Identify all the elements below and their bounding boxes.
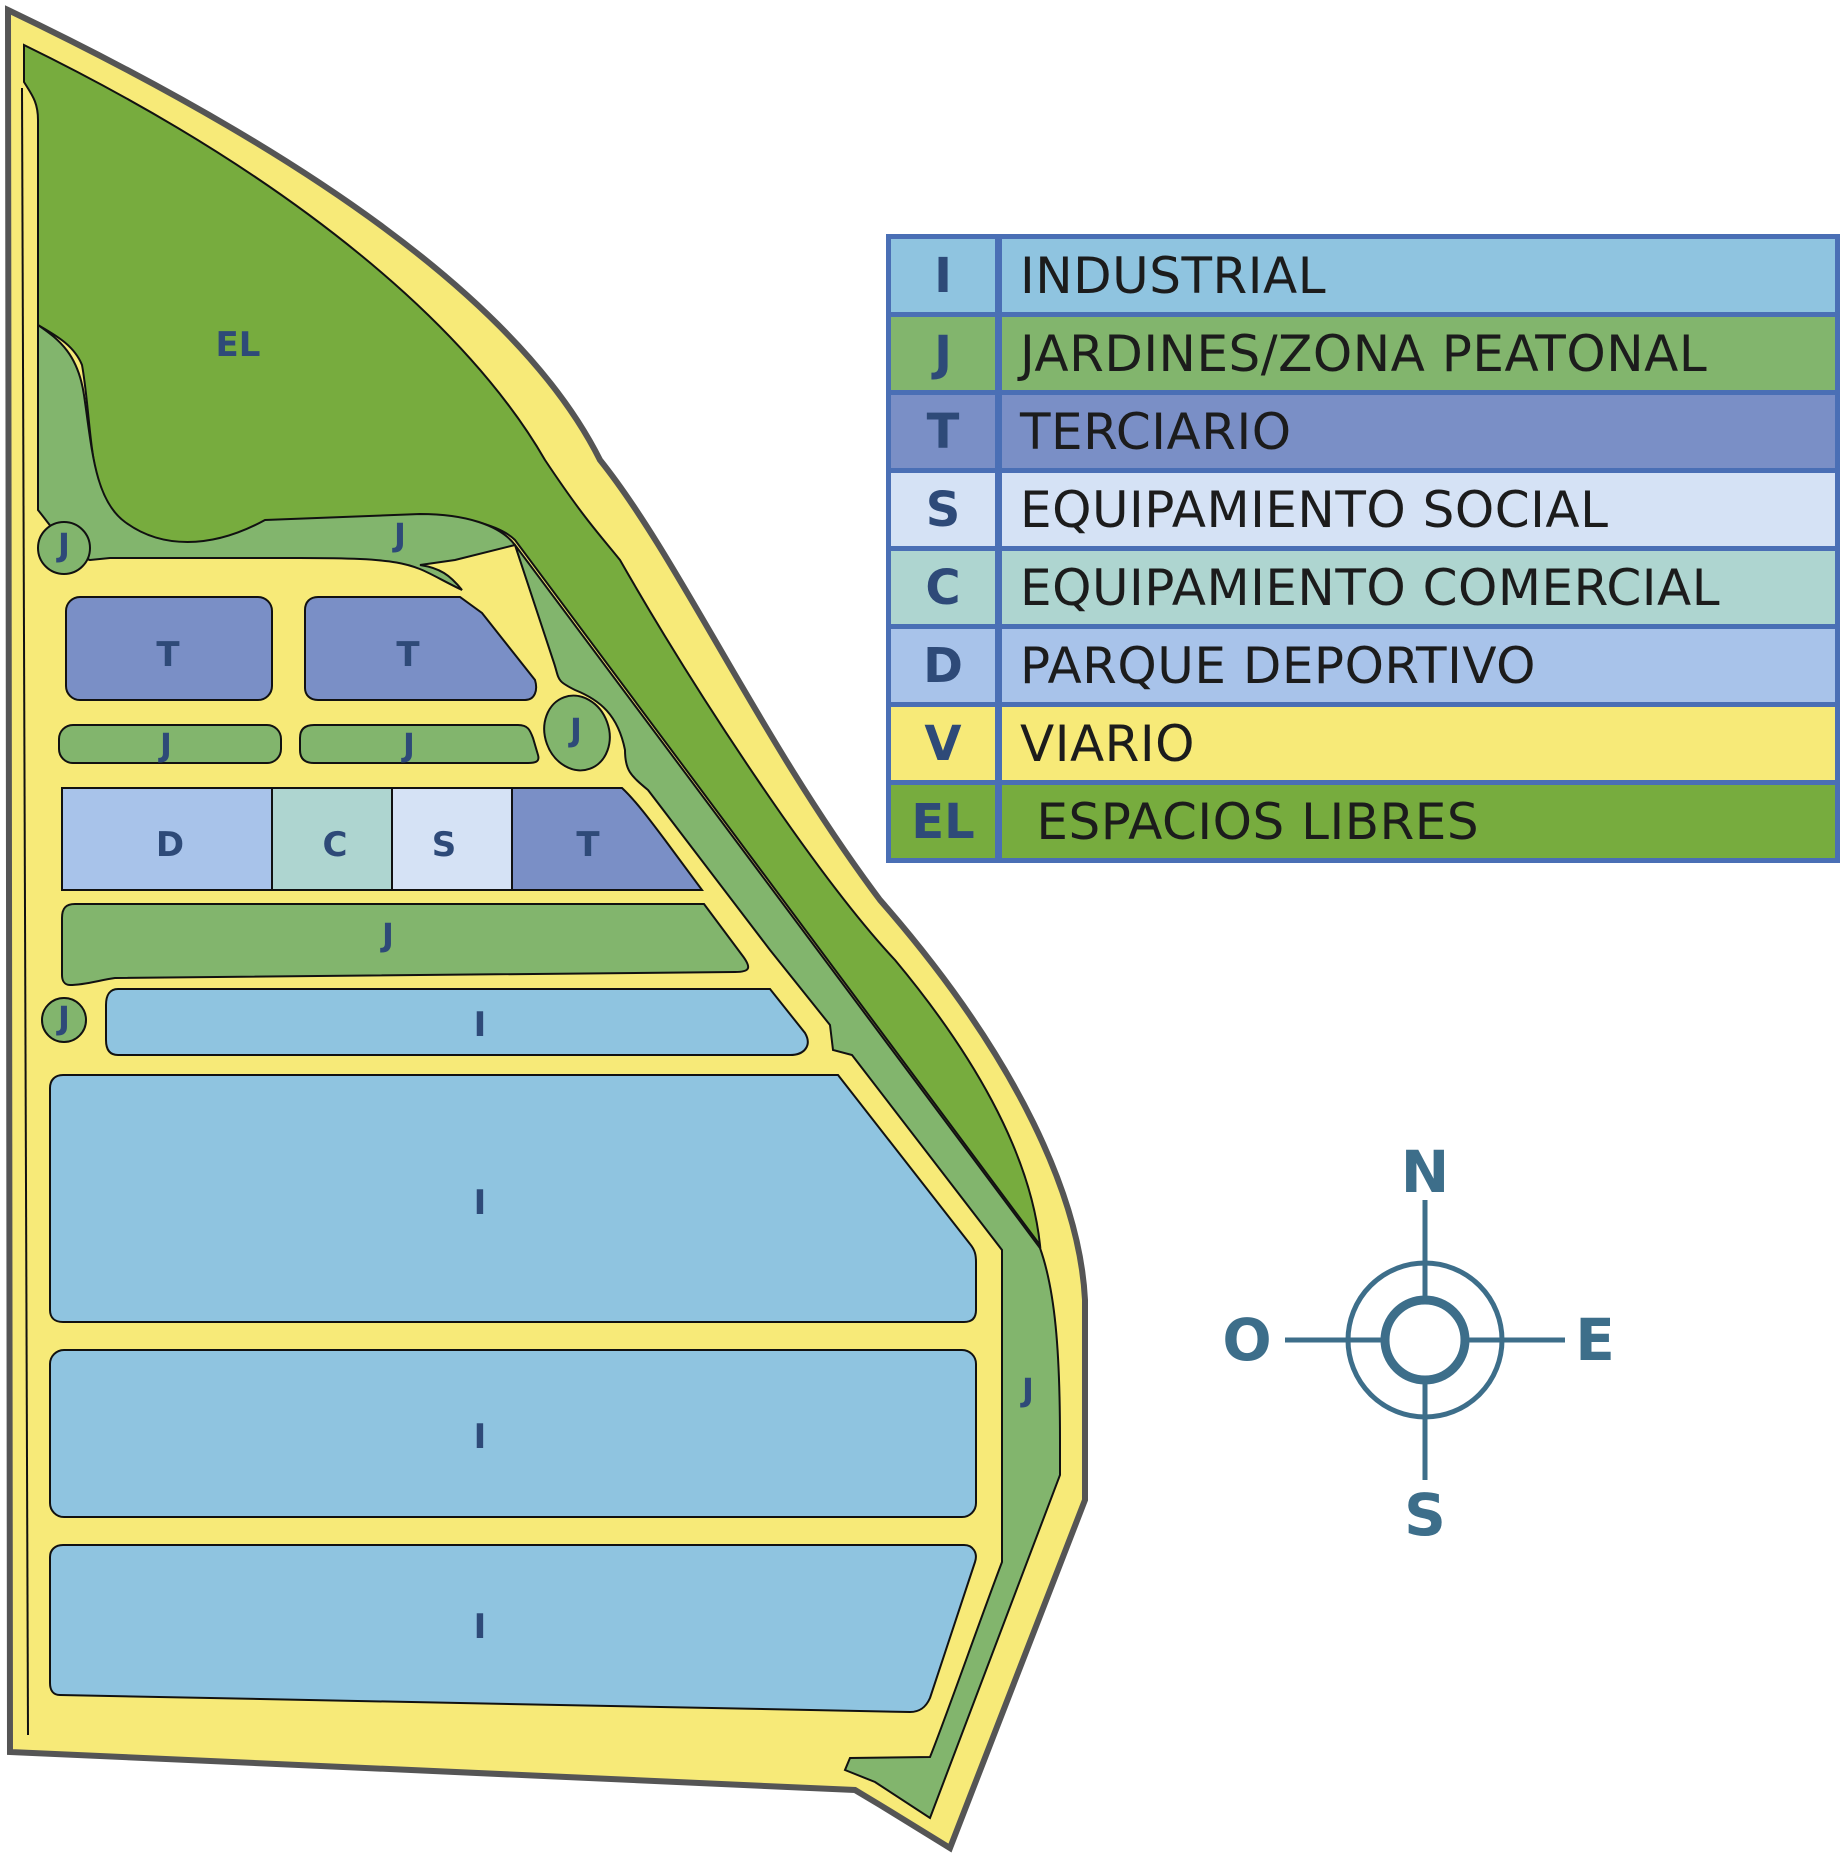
plot-t-row[interactable]: [511, 787, 704, 891]
plot-c[interactable]: [271, 787, 393, 891]
plot-j-strip-left[interactable]: [58, 724, 282, 764]
plot-label: J: [401, 726, 415, 764]
plot-j-north-strip[interactable]: [37, 323, 1061, 1820]
plot-d[interactable]: [61, 787, 273, 891]
plot-i-mid[interactable]: [49, 1349, 977, 1518]
legend-code: V: [891, 707, 995, 780]
legend-code: T: [891, 395, 995, 468]
plot-label: D: [156, 825, 184, 865]
legend-label: ESPACIOS LIBRES: [1002, 785, 1835, 858]
compass-west-label: O: [1222, 1306, 1271, 1374]
legend-label: INDUSTRIAL: [1002, 239, 1835, 312]
legend-code: D: [891, 629, 995, 702]
plot-label: J: [56, 526, 70, 564]
plot-label: C: [323, 825, 348, 865]
plot-label: J: [568, 711, 582, 749]
plot-t-left[interactable]: [65, 596, 273, 701]
legend-code: S: [891, 473, 995, 546]
legend-label: EQUIPAMIENTO SOCIAL: [1002, 473, 1835, 546]
legend-label: TERCIARIO: [1002, 395, 1835, 468]
plot-label: EL: [216, 325, 261, 365]
legend-label: VIARIO: [1002, 707, 1835, 780]
plot-label: J: [380, 916, 394, 954]
plot-label: J: [158, 726, 172, 764]
plot-i-small[interactable]: [105, 988, 809, 1056]
plot-label: I: [474, 1417, 487, 1457]
legend-label: JARDINES/ZONA PEATONAL: [1002, 317, 1835, 390]
plot-j-circle-a[interactable]: [37, 521, 91, 575]
legend-code: I: [891, 239, 995, 312]
plot-label: J: [56, 999, 70, 1037]
legend-row: EL ESPACIOS LIBRES: [891, 785, 1835, 858]
plot-label: I: [474, 1183, 487, 1223]
plot-el[interactable]: [23, 43, 1042, 1249]
compass-north-label: N: [1401, 1138, 1450, 1206]
plot-label: I: [474, 1607, 487, 1647]
plot-label: T: [396, 635, 420, 675]
legend-label: PARQUE DEPORTIVO: [1002, 629, 1835, 702]
plot-label: T: [576, 825, 600, 865]
compass-rose: [1285, 1200, 1565, 1480]
legend-code: J: [891, 317, 995, 390]
plot-j-wide[interactable]: [61, 903, 750, 987]
plot-label: S: [432, 825, 457, 865]
road-edge-west: [21, 87, 29, 1736]
plot-j-circle-b[interactable]: [41, 997, 87, 1043]
legend-code: EL: [891, 785, 995, 858]
plot-label: T: [156, 635, 180, 675]
plot-label: I: [474, 1005, 487, 1045]
compass-south-label: S: [1404, 1481, 1446, 1549]
legend-code: C: [891, 551, 995, 624]
plot-s[interactable]: [391, 787, 513, 891]
plot-j-strip-right[interactable]: [299, 724, 540, 764]
plot-j-oval[interactable]: [534, 686, 620, 779]
compass-inner-ring: [1380, 1295, 1470, 1385]
plot-t-right[interactable]: [304, 596, 538, 701]
plot-label: J: [1020, 1371, 1034, 1409]
compass-east-label: E: [1575, 1306, 1615, 1374]
legend-label: EQUIPAMIENTO COMERCIAL: [1002, 551, 1835, 624]
plot-i-big[interactable]: [49, 1074, 977, 1323]
plot-label: J: [392, 516, 406, 554]
plot-i-bottom[interactable]: [49, 1544, 977, 1714]
